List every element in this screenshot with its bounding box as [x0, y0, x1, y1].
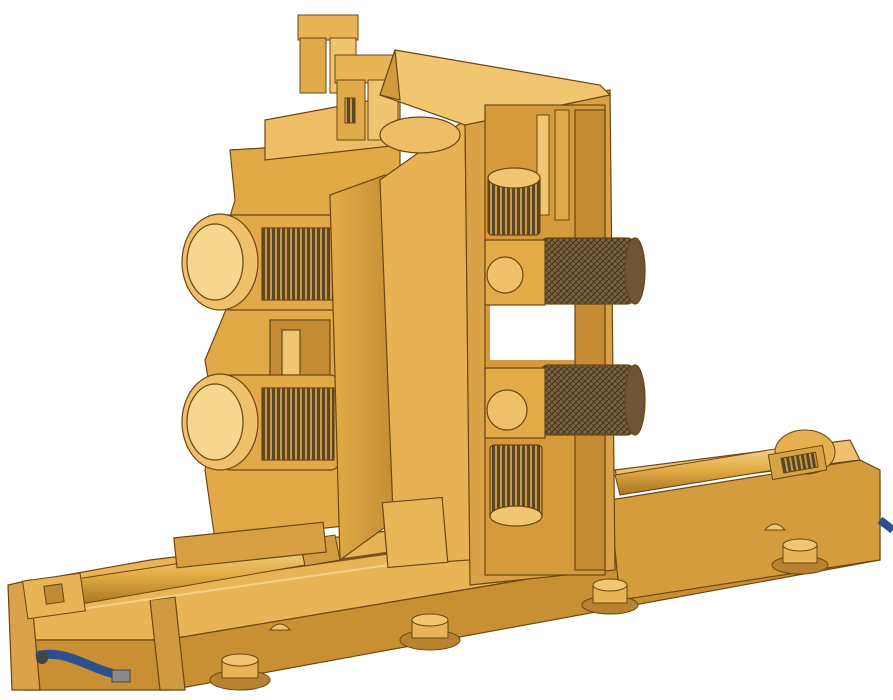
lower-left-motor	[181, 373, 341, 471]
bed-lugs	[268, 523, 787, 631]
blue-hose-right	[877, 516, 893, 534]
foot-1	[209, 653, 271, 691]
upper-roller	[484, 237, 646, 306]
top-cylinders	[297, 14, 399, 141]
upper-gear-motor	[487, 167, 541, 236]
leveling-feet	[209, 538, 829, 691]
lower-gear-motor	[489, 444, 543, 527]
lower-roller	[484, 364, 646, 439]
blue-hose	[35, 649, 131, 683]
foot-4	[771, 538, 829, 575]
foot-2	[399, 613, 461, 651]
right-rail-cylinder	[614, 429, 836, 496]
foot-3	[581, 578, 639, 615]
upper-left-motor	[181, 213, 346, 311]
